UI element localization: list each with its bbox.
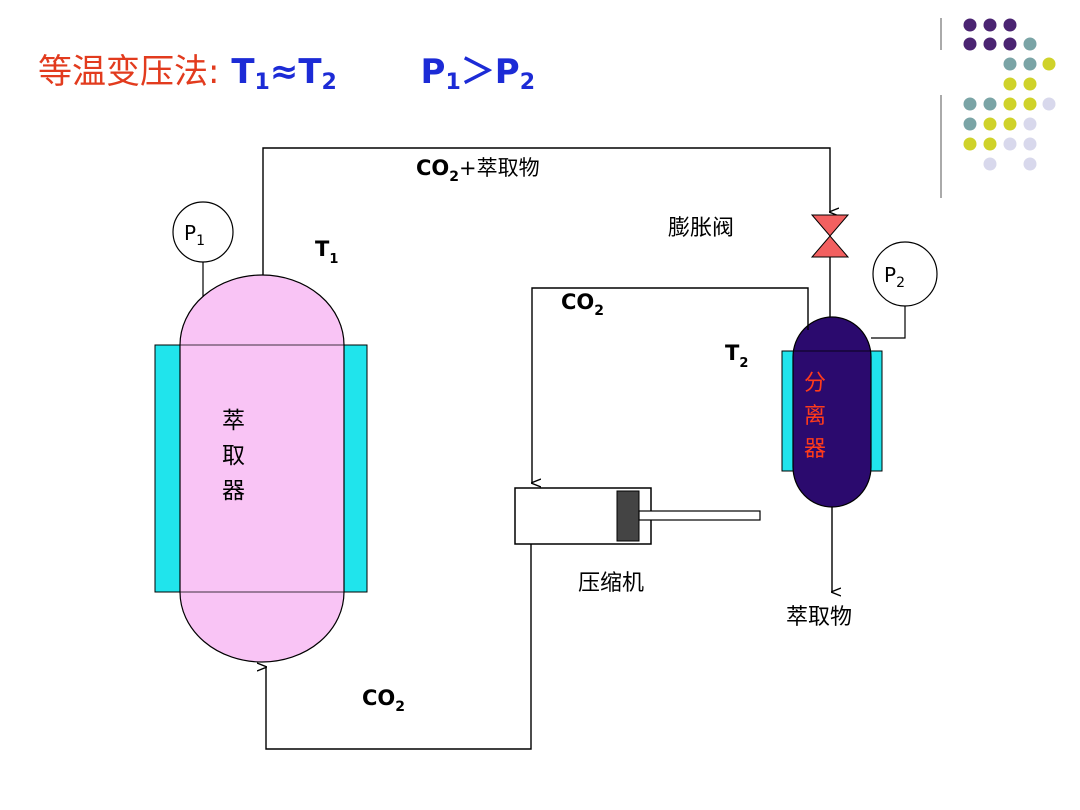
pressure-gauge-p2 xyxy=(872,241,938,307)
extractor-vessel xyxy=(179,274,345,663)
co2-return-label: CO2 xyxy=(362,686,405,715)
pressure-gauge-p1 xyxy=(172,201,234,263)
separator-vessel xyxy=(792,316,872,508)
separator-label-1: 分 xyxy=(804,371,826,396)
pipe-co2-recycle xyxy=(532,287,809,483)
compressor-icon xyxy=(514,487,761,545)
temperature-t1-label: T1 xyxy=(315,237,338,267)
title-formula-p: P1＞P2 xyxy=(420,52,535,95)
gauge-p1-label: P1 xyxy=(184,221,205,249)
pipe-extract-out xyxy=(262,147,830,275)
gauge-p2-label: P2 xyxy=(884,263,905,291)
extractor-label-1: 萃 xyxy=(222,408,245,434)
temperature-t2-label: T2 xyxy=(725,341,748,371)
title-formula-t: T1≈T2 xyxy=(231,52,337,95)
extractor-label-3: 器 xyxy=(222,478,245,504)
compressor-label: 压缩机 xyxy=(578,571,644,596)
separator-label-3: 器 xyxy=(804,437,826,462)
expansion-valve-icon xyxy=(810,214,850,258)
product-label: 萃取物 xyxy=(786,605,852,630)
co2-recycle-label: CO2 xyxy=(561,290,604,319)
top-pipe-label: CO2+萃取物 xyxy=(416,156,540,185)
slide-title: 等温变压法: T1≈T2 P1＞P2 xyxy=(38,44,535,95)
title-method: 等温变压法: xyxy=(38,52,220,92)
pipe-co2-return xyxy=(266,544,532,750)
decorative-dot-grid xyxy=(940,18,1056,198)
valve-label: 膨胀阀 xyxy=(668,216,734,241)
separator-label-2: 离 xyxy=(804,404,826,429)
extractor-label-2: 取 xyxy=(222,443,245,469)
